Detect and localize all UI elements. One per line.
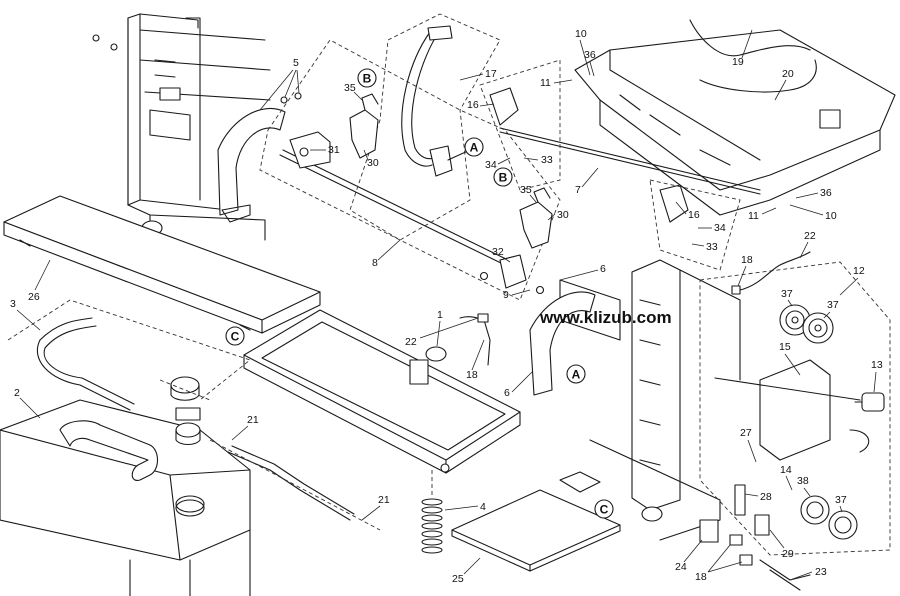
tank-cap bbox=[170, 376, 201, 446]
ref-A-top: A bbox=[464, 137, 484, 157]
tray-26 bbox=[3, 195, 321, 334]
label-5: 5 bbox=[293, 57, 299, 69]
tray-1 bbox=[243, 309, 521, 474]
label-34-a: 34 bbox=[485, 159, 497, 171]
motor-13 bbox=[854, 392, 885, 412]
label-27: 27 bbox=[740, 427, 752, 439]
label-36-a: 36 bbox=[584, 49, 596, 61]
part-labels: 1 2 3 4 5 6 6 7 8 9 10 10 11 bbox=[10, 28, 883, 585]
hose-17 bbox=[349, 13, 501, 241]
label-34-b: 34 bbox=[714, 222, 726, 234]
spring-4 bbox=[421, 470, 443, 554]
svg-text:C: C bbox=[231, 330, 240, 344]
svg-text:B: B bbox=[363, 72, 372, 86]
label-18-b: 18 bbox=[466, 369, 478, 381]
label-6-a: 6 bbox=[600, 263, 606, 275]
bracket-30-lower bbox=[519, 187, 553, 249]
label-9: 9 bbox=[503, 289, 509, 301]
watermark-text: www.klizub.com bbox=[539, 308, 672, 327]
bolts-5 bbox=[92, 34, 302, 104]
label-28: 28 bbox=[760, 491, 772, 503]
label-36-b: 36 bbox=[820, 187, 832, 199]
label-14: 14 bbox=[780, 464, 792, 476]
label-6-b: 6 bbox=[504, 387, 510, 399]
label-7: 7 bbox=[575, 184, 581, 196]
label-16-b: 16 bbox=[688, 209, 700, 221]
gear-37-d bbox=[828, 510, 858, 540]
label-13: 13 bbox=[871, 359, 883, 371]
svg-text:A: A bbox=[572, 368, 581, 382]
label-31: 31 bbox=[328, 144, 340, 156]
label-12: 12 bbox=[853, 265, 865, 277]
label-10-b: 10 bbox=[825, 210, 837, 222]
label-37-a: 37 bbox=[781, 288, 793, 300]
label-21-a: 21 bbox=[247, 414, 259, 426]
label-15: 15 bbox=[779, 341, 791, 353]
connector-A-top bbox=[429, 145, 471, 177]
gear-assembly-12 bbox=[699, 261, 891, 556]
label-29: 29 bbox=[782, 548, 794, 560]
label-30-a: 30 bbox=[367, 157, 379, 169]
label-33-a: 33 bbox=[541, 154, 553, 166]
label-35-a: 35 bbox=[344, 82, 356, 94]
top-right-frame bbox=[574, 19, 896, 216]
bracket-30-top bbox=[349, 93, 379, 159]
label-4: 4 bbox=[480, 501, 486, 513]
label-37-b: 37 bbox=[827, 299, 839, 311]
label-10-a: 10 bbox=[575, 28, 587, 40]
label-37-c: 37 bbox=[835, 494, 847, 506]
ref-C-left: C bbox=[225, 326, 245, 346]
ref-A-bottom: A bbox=[566, 364, 586, 384]
label-19: 19 bbox=[732, 56, 744, 68]
gear-37-b bbox=[802, 312, 834, 344]
label-8: 8 bbox=[372, 257, 378, 269]
svg-text:B: B bbox=[499, 171, 508, 185]
rod-7 bbox=[479, 59, 761, 271]
label-17: 17 bbox=[485, 68, 497, 80]
ref-B-mid: B bbox=[493, 167, 513, 187]
gear-37-c bbox=[800, 495, 830, 525]
hose-3 bbox=[7, 299, 251, 411]
hose-21 bbox=[159, 379, 381, 531]
guide-bracket-left bbox=[217, 107, 286, 223]
label-18-c: 18 bbox=[695, 571, 707, 583]
label-25: 25 bbox=[452, 573, 464, 585]
guide-bracket-right bbox=[529, 291, 596, 396]
label-11-a: 11 bbox=[540, 77, 551, 89]
label-32: 32 bbox=[492, 246, 504, 258]
label-30-b: 30 bbox=[557, 209, 569, 221]
harness-23 bbox=[699, 484, 811, 591]
label-3: 3 bbox=[10, 298, 16, 310]
label-20: 20 bbox=[782, 68, 794, 80]
svg-text:C: C bbox=[600, 503, 609, 517]
ref-C-bottom: C bbox=[594, 499, 614, 519]
harness-22-center bbox=[459, 313, 491, 366]
label-24: 24 bbox=[675, 561, 687, 573]
label-23: 23 bbox=[815, 566, 827, 578]
label-22-b: 22 bbox=[804, 230, 816, 242]
label-16-a: 16 bbox=[467, 99, 479, 111]
label-2: 2 bbox=[14, 387, 20, 399]
label-11-b: 11 bbox=[748, 210, 759, 222]
label-33-b: 33 bbox=[706, 241, 718, 253]
label-18-a: 18 bbox=[741, 254, 753, 266]
label-21-b: 21 bbox=[378, 494, 390, 506]
tank-2 bbox=[0, 399, 251, 596]
svg-text:A: A bbox=[470, 141, 479, 155]
label-1: 1 bbox=[437, 309, 443, 321]
plate-25 bbox=[451, 471, 621, 572]
label-35-b: 35 bbox=[520, 184, 532, 196]
label-38: 38 bbox=[797, 475, 809, 487]
label-22-a: 22 bbox=[405, 336, 417, 348]
label-26: 26 bbox=[28, 291, 40, 303]
bracket-32 bbox=[479, 254, 545, 295]
ref-B-top: B bbox=[357, 68, 377, 88]
